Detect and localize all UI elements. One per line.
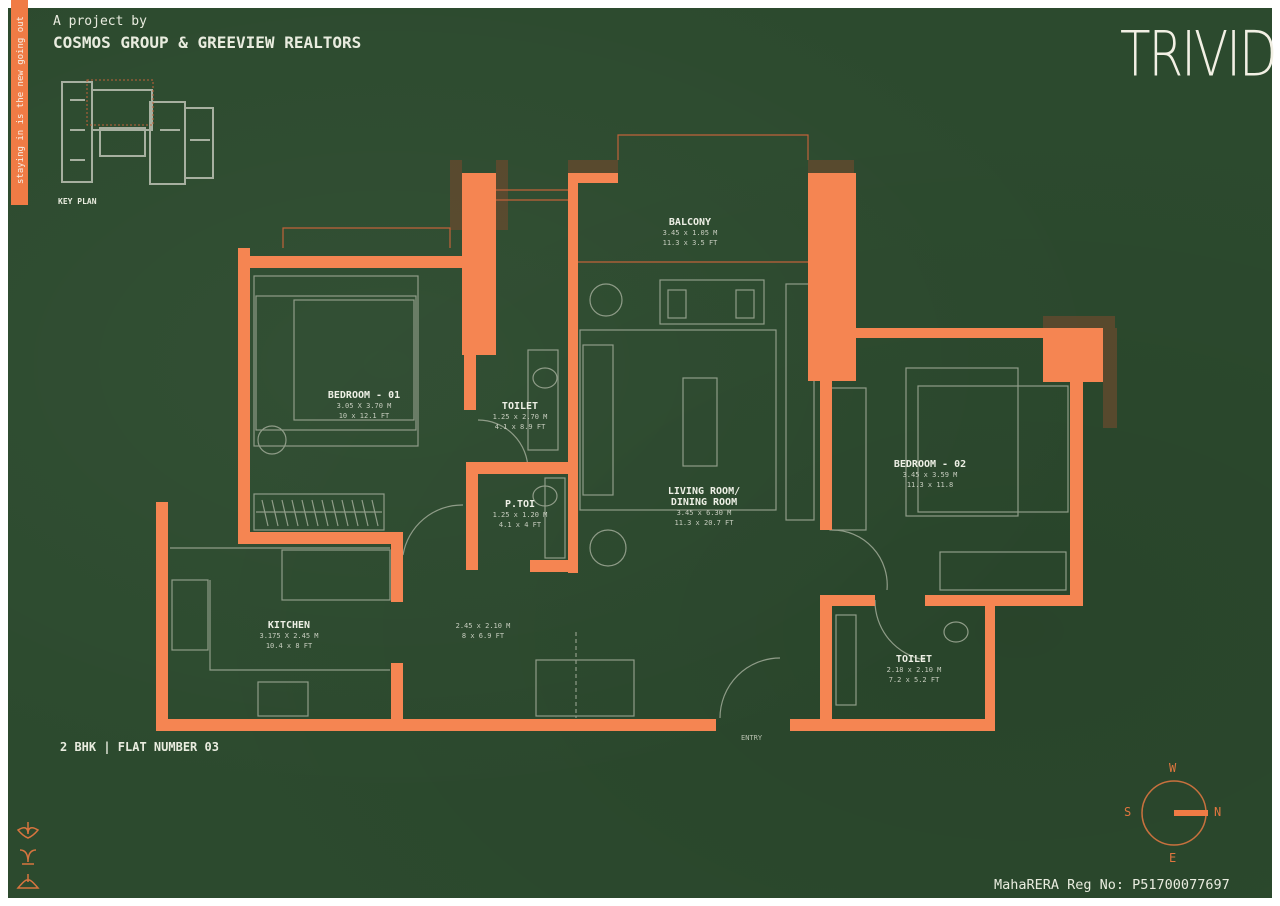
window-lines: [250, 134, 1045, 334]
furniture: [170, 275, 1069, 719]
trivid-logo: TRIVIDH: [1120, 18, 1280, 91]
compass-s: S: [1124, 805, 1132, 819]
entry-label: ENTRY: [741, 734, 763, 742]
lotus-icons: [16, 822, 40, 889]
flat-label: 2 BHK | FLAT NUMBER 03: [60, 740, 219, 754]
compass-e: E: [1169, 851, 1177, 865]
hatched-columns: [450, 160, 1117, 428]
key-plan-label: KEY PLAN: [58, 197, 97, 206]
header-title: COSMOS GROUP & GREEVIEW REALTORS: [53, 33, 362, 52]
walls: [156, 173, 1103, 731]
header-subtitle: A project by: [53, 14, 147, 29]
rera-number: MahaRERA Reg No: P51700077697: [994, 877, 1230, 893]
compass-n: N: [1214, 805, 1222, 819]
floor-plan-board: [8, 8, 1272, 898]
key-plan: [61, 79, 214, 185]
compass: [1141, 780, 1208, 846]
side-banner: staying in is the new going out: [11, 0, 28, 205]
compass-w: W: [1169, 761, 1177, 775]
